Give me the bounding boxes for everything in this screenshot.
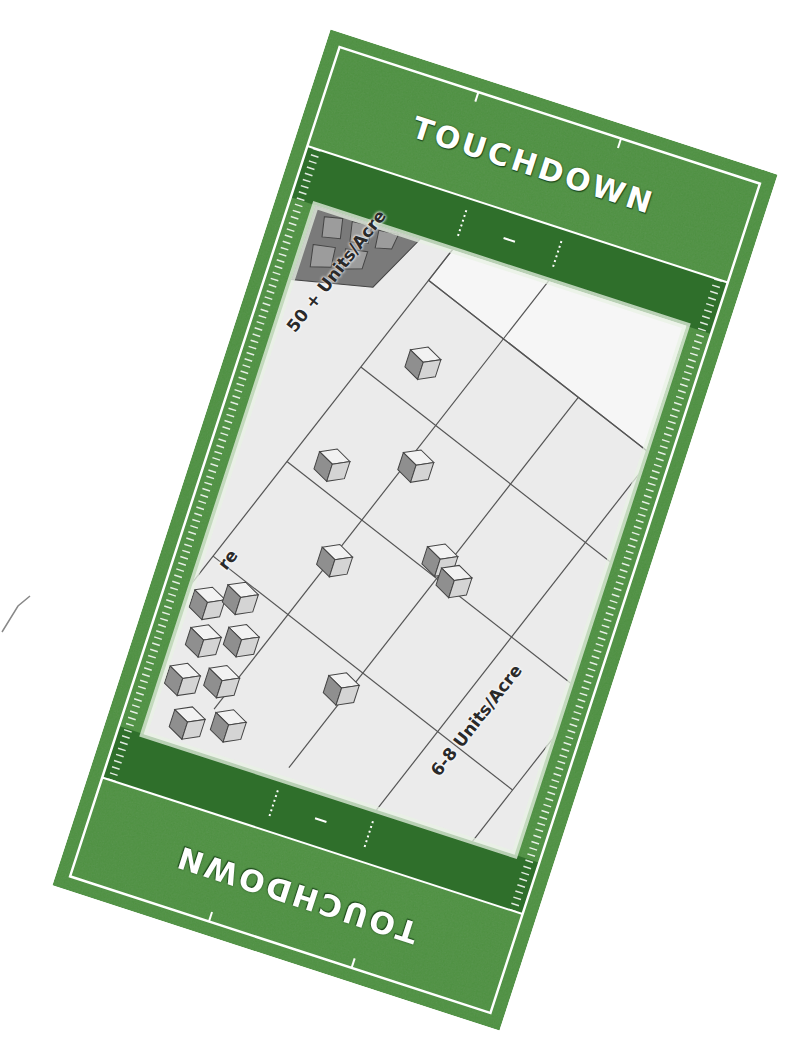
football-field: TOUCHDOWNTOUCHDOWN50 + Units/Acrere6-8 U… — [52, 29, 777, 1030]
lot-grid — [144, 205, 687, 854]
grass — [52, 29, 777, 1030]
grass-texture — [52, 29, 777, 1030]
image-border — [144, 205, 687, 854]
field-outline — [70, 47, 760, 1013]
field-graphics — [52, 29, 777, 1030]
houses — [247, 325, 536, 733]
density-illustration-content — [144, 205, 687, 854]
stray-stroke — [2, 596, 30, 632]
density-illustration — [144, 205, 687, 854]
